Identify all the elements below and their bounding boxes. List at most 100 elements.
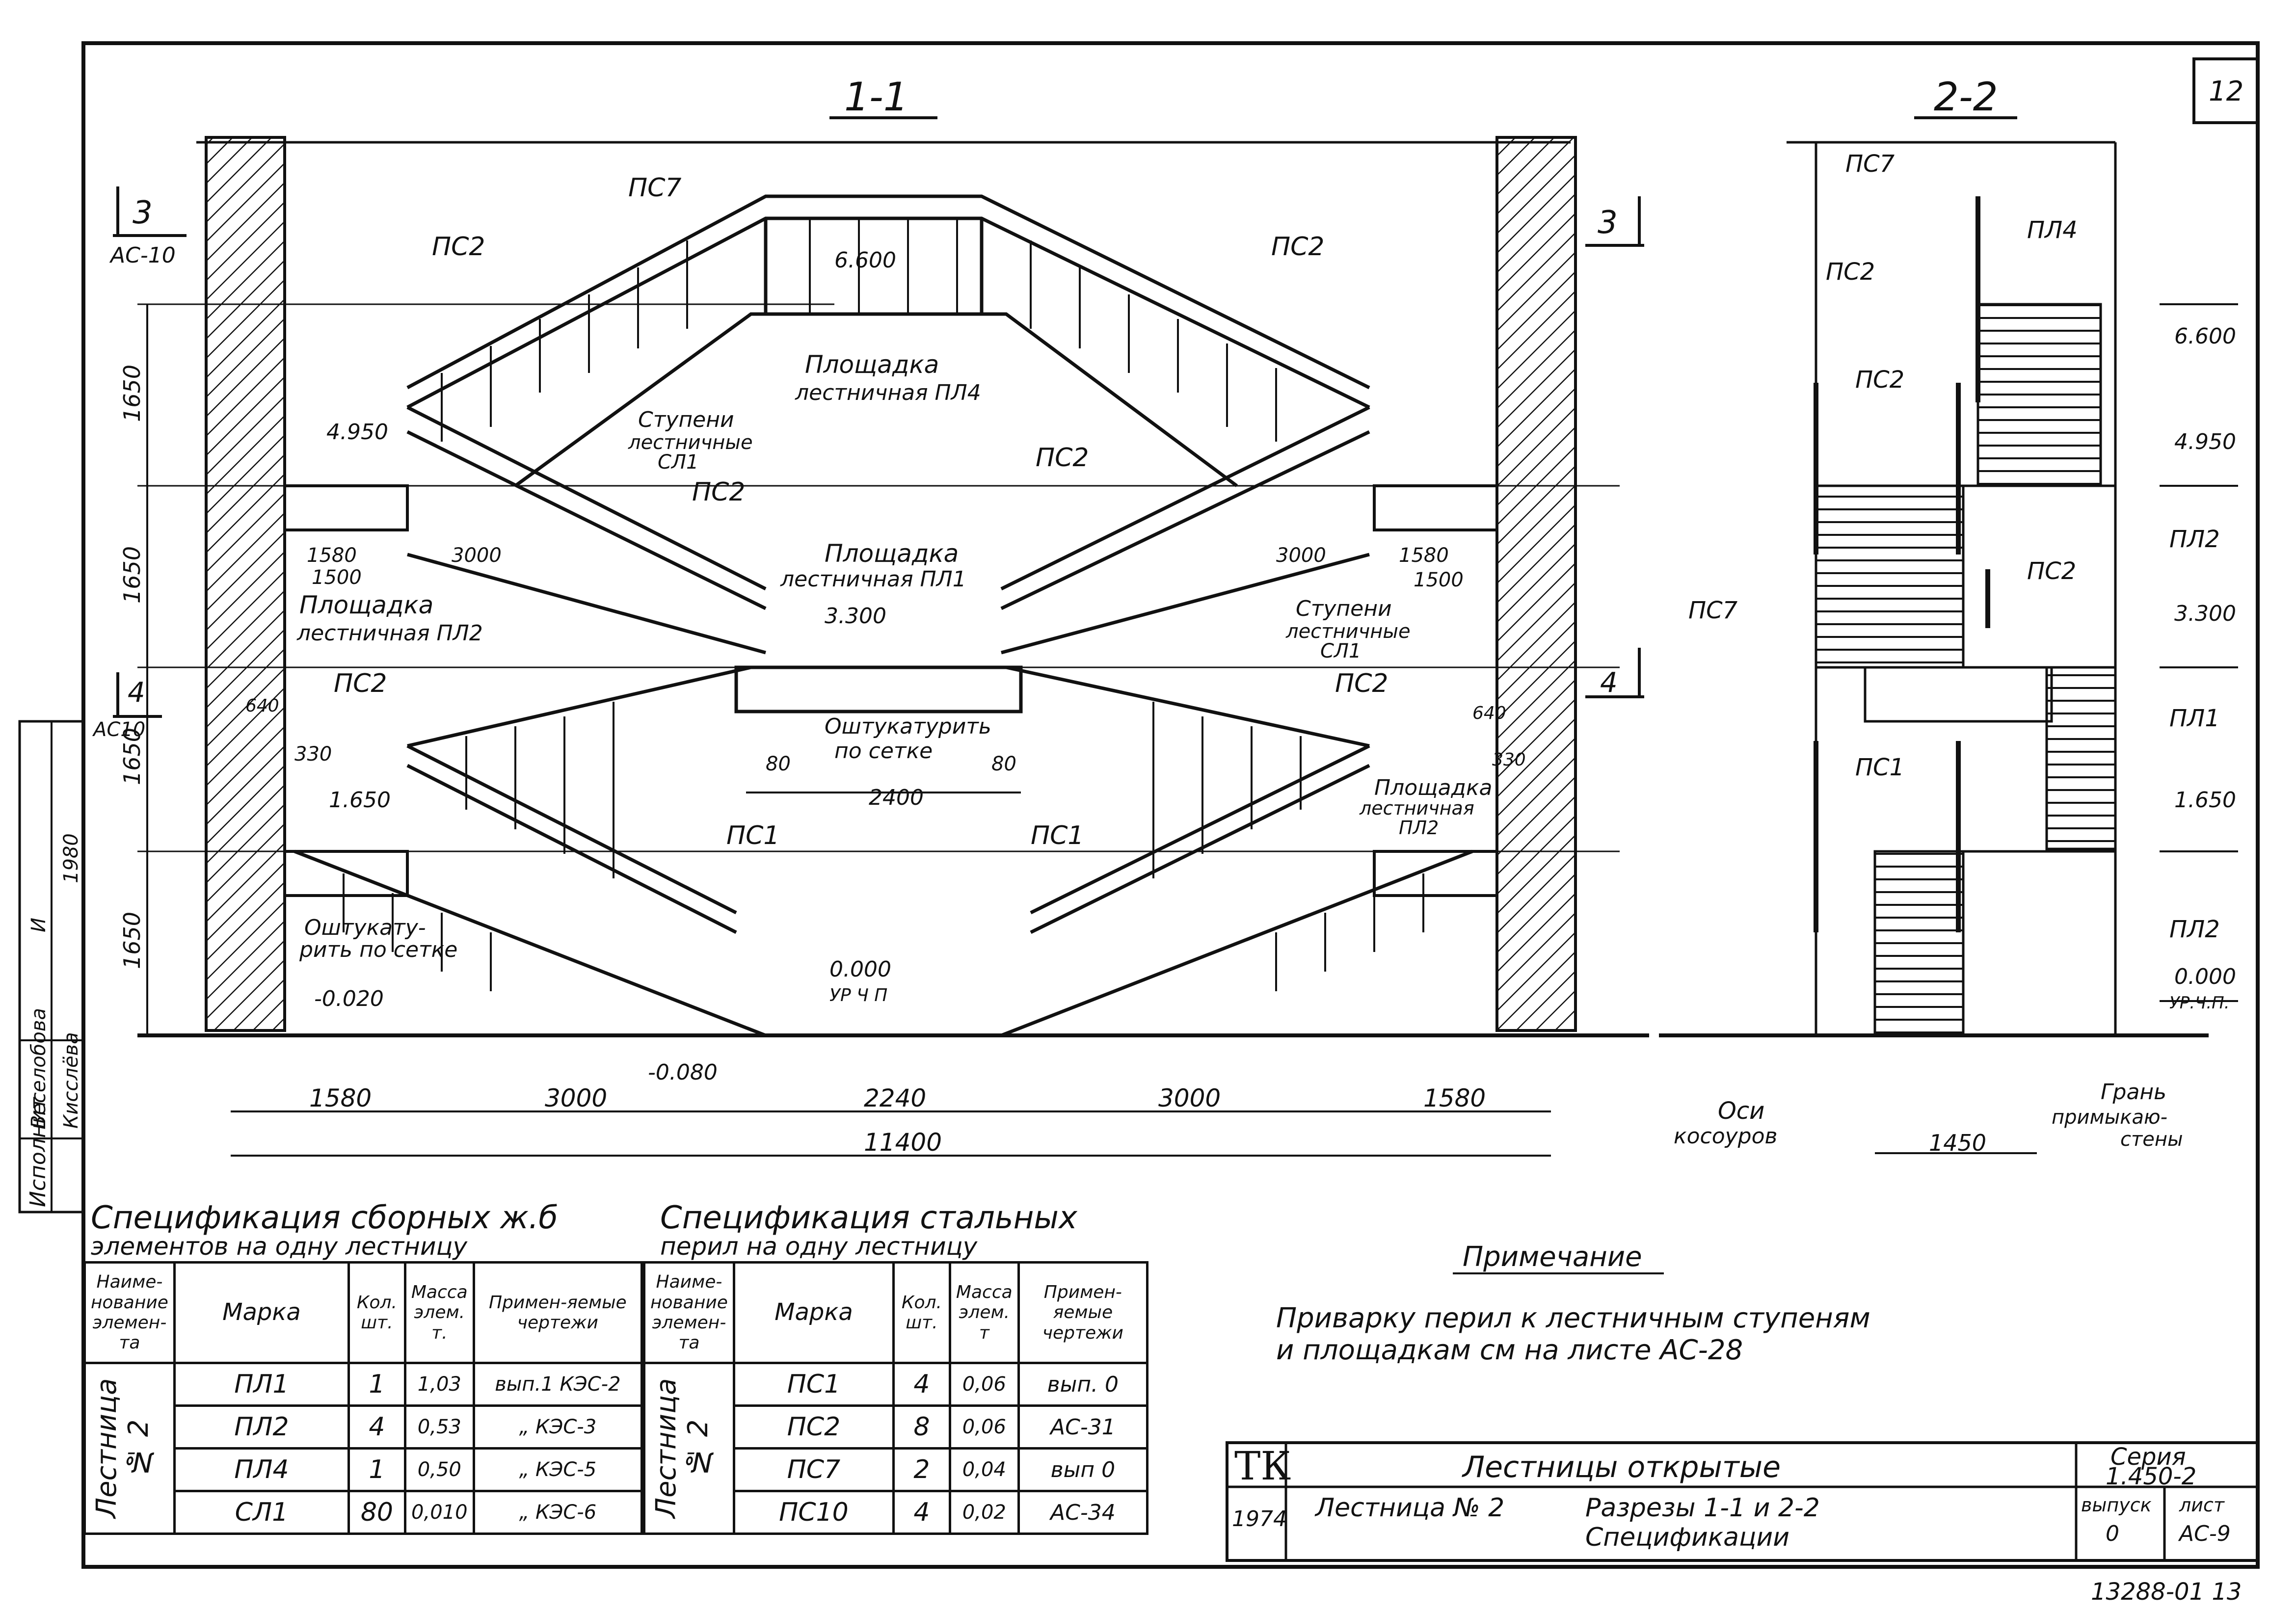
s2-elev-3300: 3.300 [2174, 601, 2236, 626]
spec-concrete-title-b: элементов на одну лестницу [91, 1232, 468, 1261]
cell: 1 [347, 1362, 406, 1407]
note-title: Примечание [1463, 1241, 1642, 1273]
cell: 0,06 [948, 1404, 1020, 1450]
spec-steel-title-b: перил на одну лестницу [660, 1232, 978, 1261]
label-pc2-lr: ПС2 [1335, 669, 1388, 698]
label-pc2-mr: ПС2 [1036, 443, 1089, 473]
s2-elev-4950: 4.950 [2174, 429, 2236, 454]
label-plaster2-a: Оштукату- [304, 915, 426, 940]
cell: АС-34 [1017, 1490, 1149, 1535]
s2-label-pl4: ПЛ4 [2027, 216, 2078, 244]
note-line-1: Приварку перил к лестничным ступеням [1276, 1302, 1870, 1334]
tb-year: 1974 [1232, 1506, 1287, 1532]
cell: АС-31 [1017, 1404, 1149, 1450]
cell: ПС10 [732, 1490, 895, 1535]
note-line-2: и площадкам см на листе АС-28 [1276, 1334, 1743, 1366]
hdr-mark: Марка [173, 1261, 350, 1364]
s2-axis-a: Оси [1718, 1097, 1764, 1125]
hdr-qty: Кол. шт. [892, 1261, 951, 1364]
s2-elev-6600: 6.600 [2174, 324, 2236, 349]
s2-wall-c: стены [2120, 1128, 2183, 1151]
cell: ПС1 [732, 1362, 895, 1407]
spec-steel-header: Наиме-нование элемен-та Марка Кол. шт. М… [643, 1261, 1149, 1364]
dim-b-1580-l: 1580 [309, 1084, 372, 1112]
hdr-mark: Марка [732, 1261, 895, 1364]
elev-0000: 0.000 [829, 957, 891, 982]
elev-6600: 6.600 [834, 248, 896, 273]
elev-4950: 4.950 [326, 420, 388, 445]
cell: 0,02 [948, 1490, 1020, 1535]
elev-1650: 1.650 [329, 788, 391, 813]
s2-label-pc2-a: ПС2 [1826, 258, 1875, 286]
label-landing-mid-a: Площадка [825, 539, 959, 568]
elev-ground-label: УР Ч П [829, 985, 887, 1005]
elev-3300: 3.300 [825, 604, 886, 629]
page-number-box [2192, 57, 2259, 124]
tb-issue: 0 [2106, 1521, 2119, 1546]
s2-elev-ground: УР.Ч.П. [2169, 993, 2230, 1013]
tb-logo: ТК [1234, 1443, 1291, 1489]
s2-wall-b: примыкаю- [2052, 1106, 2167, 1129]
cell: ПЛ2 [173, 1404, 350, 1450]
s2-label-pc2-b: ПС2 [1855, 366, 1904, 394]
dim-3000-l: 3000 [452, 544, 502, 567]
cell: вып 0 [1017, 1447, 1149, 1492]
dim-v-1: 1650 [119, 365, 145, 422]
label-pc2-ml: ПС2 [692, 477, 746, 507]
dim-b-1580-r: 1580 [1423, 1084, 1486, 1112]
page-number: 12 [2209, 76, 2243, 107]
stamp-name-1: Веселобова [27, 1008, 50, 1129]
stamp-code-1: И [27, 918, 50, 932]
group-label: Лестница № 2 [91, 1378, 155, 1519]
label-landing-right-a: Площадка [1374, 775, 1493, 800]
title-block: ТК 1974 Лестницы открытые Лестница № 2 Р… [1226, 1441, 2259, 1562]
spec-concrete-title-a: Спецификация сборных ж.б [91, 1200, 558, 1236]
s2-elev-0000: 0.000 [2174, 964, 2236, 989]
s2-label-pc1: ПС1 [1855, 754, 1904, 781]
label-landing-side-b: лестничная ПЛ2 [296, 621, 483, 646]
cell: „ КЭС-5 [472, 1447, 643, 1492]
cell: „ КЭС-3 [472, 1404, 643, 1450]
s2-label-pl2-b: ПЛ2 [2169, 916, 2220, 943]
cell: ПЛ4 [173, 1447, 350, 1492]
dim-330-l: 330 [294, 743, 332, 766]
label-steps-c: СЛ1 [658, 451, 698, 474]
label-pc2-tl: ПС2 [432, 232, 485, 262]
dim-2400: 2400 [869, 785, 924, 810]
spec-steel-table: Наиме-нование элемен-та Марка Кол. шт. М… [643, 1261, 1149, 1535]
spec-steel-title-a: Спецификация стальных [660, 1200, 1077, 1236]
section-1-title: 1-1 [844, 74, 908, 120]
tb-desc-a: Разрезы 1-1 и 2-2 [1585, 1493, 1820, 1523]
dim-b-3000-r: 3000 [1158, 1084, 1221, 1112]
stamp-code-2: 1980 [60, 833, 82, 883]
dim-330-r: 330 [1492, 750, 1526, 770]
dim-b-2240: 2240 [864, 1084, 926, 1112]
bottom-code: 13288-01 13 [2091, 1578, 2242, 1606]
cell: вып.1 КЭС-2 [472, 1362, 643, 1407]
section-1-1: 1-1 [92, 74, 1649, 1157]
dim-3000-r: 3000 [1276, 544, 1326, 567]
side-stamp: Исполнит Веселобова Кисслёва И 1980 [18, 720, 85, 1214]
cut-4-right: 4 [1600, 667, 1618, 699]
label-pc1-l: ПС1 [726, 821, 780, 850]
elev-minus-080: -0.080 [648, 1060, 718, 1085]
stamp-role: Исполнит [26, 1097, 51, 1207]
cell: 4 [347, 1404, 406, 1450]
cell: 0,04 [948, 1447, 1020, 1492]
cell: „ КЭС-6 [472, 1490, 643, 1535]
wall-right [1495, 136, 1577, 1032]
label-landing-side-a: Площадка [299, 591, 433, 619]
label-landing-top-a: Площадка [805, 350, 939, 379]
s2-label-pl2-a: ПЛ2 [2169, 526, 2220, 553]
cell: 4 [892, 1362, 951, 1407]
note: Примечание Приварку перил к лестничным с… [1276, 1241, 1870, 1366]
label-plaster-a: Оштукатурить [825, 714, 991, 739]
cell: 0,50 [403, 1447, 475, 1492]
hdr-qty: Кол. шт. [347, 1261, 406, 1364]
tb-desc-b: Спецификации [1585, 1523, 1789, 1552]
cell: 0,06 [948, 1362, 1020, 1407]
